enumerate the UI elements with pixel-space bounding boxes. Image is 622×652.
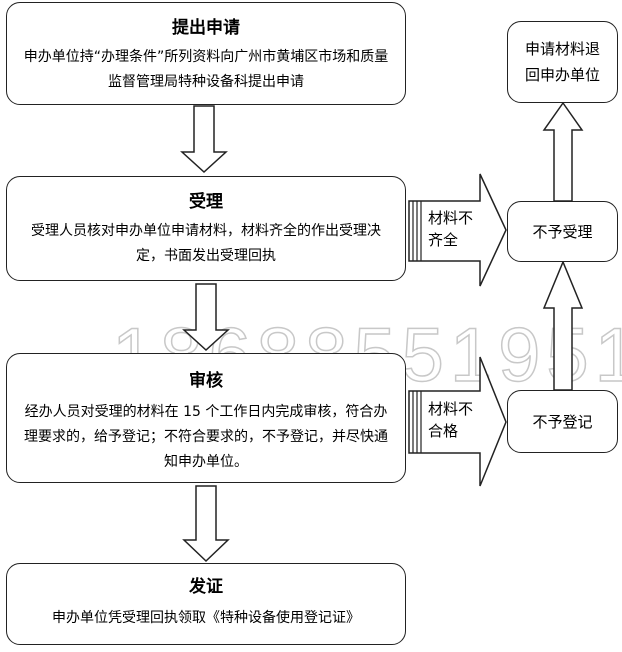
step-submit-body: 申办单位持“办理条件”所列资料向广州市黄埔区市场和质量监督管理局特种设备科提出申… <box>23 49 389 90</box>
box-not-accepted: 不予受理 <box>507 201 618 262</box>
not-accepted-label: 不予受理 <box>532 222 593 241</box>
step-accept-body: 受理人员核对申办单位申请材料，材料齐全的作出受理决定，书面发出受理回执 <box>31 223 381 264</box>
return-materials-label: 申请材料退回申办单位 <box>524 40 600 84</box>
box-not-registered: 不予登记 <box>507 390 618 453</box>
arrow-down-submit-to-accept <box>180 105 228 174</box>
branch-unqualified-label: 材料不合格 <box>428 400 474 440</box>
step-issue-title: 发证 <box>189 577 223 597</box>
step-accept: 受理 受理人员核对申办单位申请材料，材料齐全的作出受理决定，书面发出受理回执 <box>6 176 406 281</box>
branch-incomplete-label: 材料不齐全 <box>428 209 474 249</box>
step-accept-title: 受理 <box>189 192 223 212</box>
step-review-title: 审核 <box>189 371 223 391</box>
arrow-up-registered-to-accepted <box>542 260 584 391</box>
box-return-materials: 申请材料退回申办单位 <box>507 21 618 103</box>
arrow-down-accept-to-review <box>182 283 230 352</box>
arrow-right-incomplete <box>408 173 507 287</box>
arrow-right-unqualified <box>408 356 507 487</box>
step-submit-title: 提出申请 <box>172 18 240 38</box>
step-submit: 提出申请 申办单位持“办理条件”所列资料向广州市黄埔区市场和质量监督管理局特种设… <box>6 2 406 105</box>
step-issue-body: 申办单位凭受理回执领取《特种设备使用登记证》 <box>52 610 360 626</box>
step-review-body: 经办人员对受理的材料在 15 个工作日内完成审核，符合办理要求的，给予登记；不符… <box>24 404 388 470</box>
step-review: 审核 经办人员对受理的材料在 15 个工作日内完成审核，符合办理要求的，给予登记… <box>6 353 406 483</box>
step-issue: 发证 申办单位凭受理回执领取《特种设备使用登记证》 <box>6 563 406 645</box>
not-registered-label: 不予登记 <box>532 412 593 431</box>
arrow-up-accepted-to-return <box>542 101 584 202</box>
arrow-down-review-to-issue <box>182 485 230 563</box>
